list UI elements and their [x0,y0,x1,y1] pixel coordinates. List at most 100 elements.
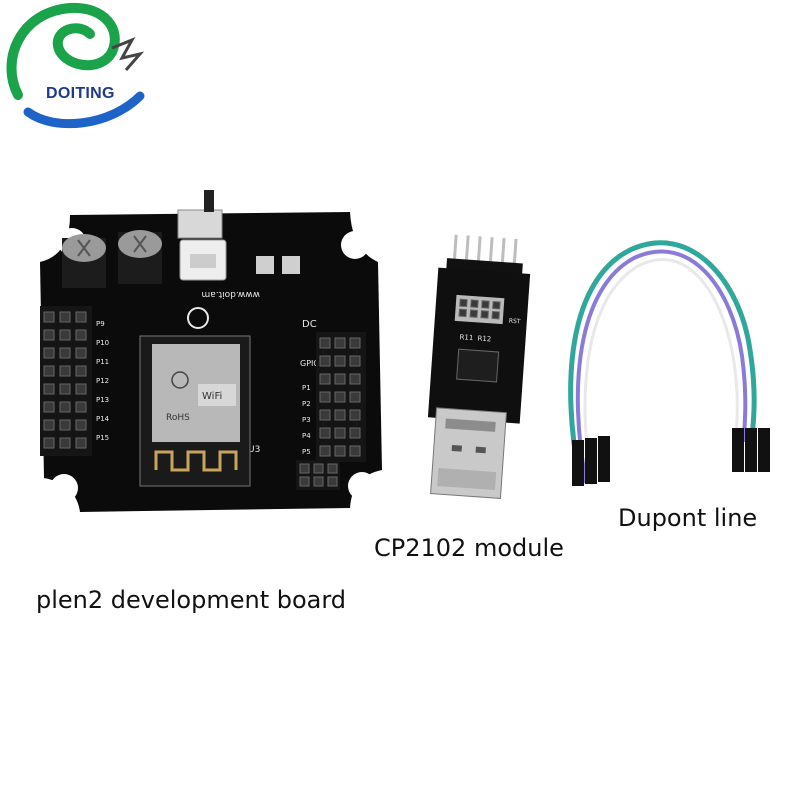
header-pin [349,373,361,385]
dc-label: DC [302,319,317,330]
header-pin [43,311,55,323]
module-header-pin [488,237,494,264]
r12-label: R12 [477,334,491,343]
module-header-pin [476,236,482,263]
header-pin [349,391,361,403]
u3-label: U3 [248,445,260,455]
header-pin [59,347,71,359]
header-pin [334,427,346,439]
header-pin [327,476,338,487]
header-pin [75,419,87,431]
header-pin [481,300,490,309]
header-pin [459,298,468,308]
logo-swoosh-icon [6,2,145,129]
pin-label: P10 [96,339,109,347]
header-pin [43,383,55,395]
header-pin [334,445,346,457]
header-pin [75,401,87,413]
header-pin [334,373,346,385]
header-pin [327,463,338,474]
header-pin [43,401,55,413]
header-pin [319,391,331,403]
header-pin [319,445,331,457]
cp2102-chip [456,348,500,383]
header-pin [349,355,361,367]
header-pin [299,463,310,474]
esp8266-module: WiFi RoHS [139,335,251,487]
rst-label: RST [509,318,521,326]
dupont-line [568,240,770,486]
header-pin [43,365,55,377]
ce-mark-icon [171,371,189,389]
mount-hole [50,474,78,502]
capacitor [118,230,162,284]
header-pin [319,373,331,385]
header-pin [75,347,87,359]
dupont-connector [598,436,610,482]
module-header-pin [500,237,506,265]
header-pin [59,383,71,395]
module-header-pin [452,234,458,261]
pin-label: P13 [96,396,109,404]
header-pin [349,337,361,349]
header-pin [59,419,71,431]
pin-label: P12 [96,377,109,385]
mount-hole [341,231,369,259]
header-pin [470,299,479,308]
header-pin [59,437,71,449]
board-logo-icon [187,307,209,329]
header-pin [43,329,55,341]
header-pin [59,329,71,341]
pin-label: P15 [96,434,109,442]
pin-label: P2 [302,400,311,408]
dupont-connector [732,428,744,472]
rohs-label: RoHS [166,413,190,423]
brand-logo: DOITING [0,0,160,140]
switch-lever [204,190,214,212]
pin-label: P4 [302,432,311,440]
module-header-pin [512,238,518,265]
cp2102-caption: CP2102 module [374,534,564,562]
header-pin [319,337,331,349]
header-pin [334,337,346,349]
gpio16-label: GPIO16 [300,359,330,368]
dupont-connector [758,428,770,472]
header-pin [334,391,346,403]
header-pin [59,401,71,413]
pin-label: P11 [96,358,109,366]
dupont-connector [585,438,597,484]
pin-label: P9 [96,320,105,328]
header-pin [334,409,346,421]
dupont-caption: Dupont line [618,504,758,532]
header-pin [75,383,87,395]
header-pin [299,476,310,487]
header-pin [319,355,331,367]
header-pin [59,365,71,377]
capacitor [62,234,106,288]
header-pin [480,310,489,319]
header-pin [75,329,87,341]
header-pin [75,311,87,323]
push-button-s2 [282,256,300,274]
pin-label: P5 [302,448,311,456]
header-pin [43,419,55,431]
dupont-connector [745,428,757,472]
header-pin [491,310,500,320]
module-header-pin [464,235,470,262]
pin-label: P3 [302,416,311,424]
left-pin-headers [40,306,92,456]
header-pin [458,308,468,318]
header-pin [319,427,331,439]
plen2-board: www.doit.am DC GPIO16 U3 P9P10P11P12P13P… [40,190,382,512]
board-url-label: www.doit.am [201,289,260,299]
header-pin [349,409,361,421]
header-pin [492,300,501,310]
header-pin [59,311,71,323]
header-pin [349,427,361,439]
power-switch [177,209,223,239]
pin-label: P14 [96,415,110,423]
push-button-s1 [256,256,274,274]
mount-hole [348,472,376,500]
